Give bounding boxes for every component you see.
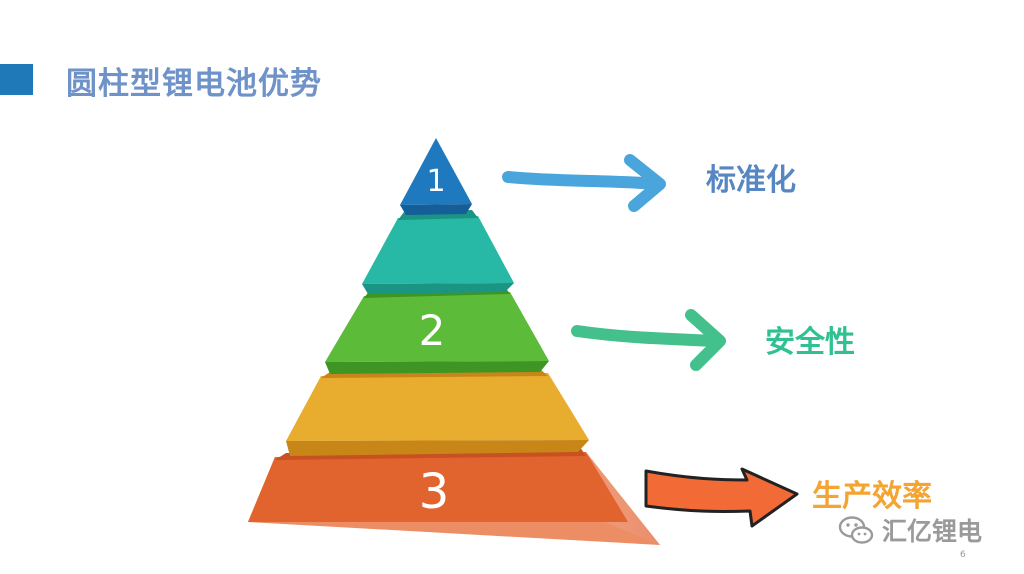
- watermark-text: 汇亿锂电: [882, 517, 983, 546]
- page-title: 圆柱型锂电池优势: [66, 66, 322, 102]
- pyramid-tier-5: [248, 447, 660, 545]
- arrow-2-icon: [571, 309, 726, 371]
- arrow-3-icon: [644, 467, 799, 528]
- page-number: 6: [960, 550, 966, 560]
- tier-label-1: 标准化: [706, 163, 796, 198]
- tier-number-1: 1: [426, 164, 445, 199]
- watermark: 汇亿锂电: [838, 513, 982, 547]
- tier-number-3: 3: [419, 464, 450, 520]
- pyramid-tier-2-face: [362, 216, 514, 284]
- tier-number-2: 2: [419, 306, 446, 355]
- arrow-1-icon: [502, 154, 666, 212]
- title-accent-bar: [0, 64, 33, 95]
- pyramid-tier-2: [362, 210, 514, 294]
- pyramid-tier-1: [400, 138, 472, 215]
- pyramid-tier-5-face: [248, 452, 628, 522]
- tier-label-2: 安全性: [765, 325, 855, 360]
- wechat-icon: [838, 516, 874, 544]
- pyramid-tier-4-face: [286, 373, 589, 441]
- tier-label-3: 生产效率: [812, 479, 932, 514]
- pyramid-tier-1-face: [400, 138, 472, 205]
- pyramid-tier-3-face: [325, 292, 549, 362]
- pyramid-tier-4: [286, 369, 589, 456]
